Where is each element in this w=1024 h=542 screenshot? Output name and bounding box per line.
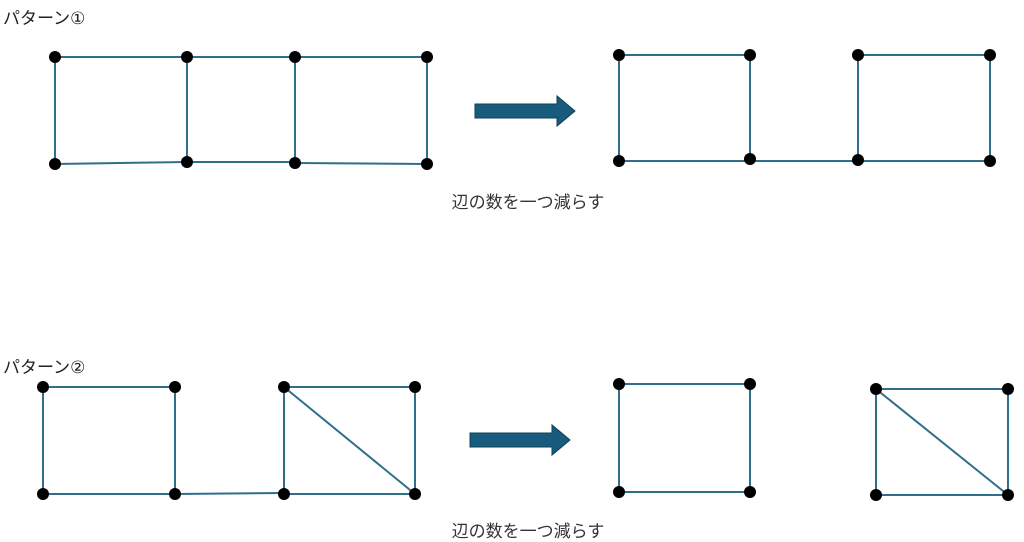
edge <box>283 386 416 495</box>
node <box>852 154 864 166</box>
node <box>613 49 625 61</box>
edge <box>174 492 285 495</box>
pattern1-caption: 辺の数を一つ減らす <box>451 193 605 213</box>
node <box>613 486 625 498</box>
node <box>409 381 421 393</box>
pattern2-caption: 辺の数を一つ減らす <box>451 522 605 542</box>
node <box>181 156 193 168</box>
node <box>289 51 301 63</box>
node <box>1002 489 1014 501</box>
node <box>421 158 433 170</box>
pattern2-label: パターン② <box>3 358 86 378</box>
node <box>613 378 625 390</box>
node <box>169 381 181 393</box>
pattern1-before-graph <box>49 51 433 170</box>
node <box>409 488 421 500</box>
pattern2-before-graph <box>37 381 421 500</box>
node <box>49 51 61 63</box>
node <box>1002 383 1014 395</box>
edge <box>294 162 428 165</box>
pattern1-after-graph <box>613 49 996 167</box>
arrow-right-icon <box>474 94 576 128</box>
node <box>37 488 49 500</box>
pattern1-label: パターン① <box>3 9 86 29</box>
node <box>49 158 61 170</box>
node <box>613 155 625 167</box>
edge <box>875 388 1009 496</box>
node <box>289 157 301 169</box>
arrow-right-icon <box>469 423 571 457</box>
node <box>278 381 290 393</box>
node <box>744 153 756 165</box>
node <box>181 51 193 63</box>
node <box>421 51 433 63</box>
node <box>852 49 864 61</box>
node <box>744 486 756 498</box>
node <box>169 488 181 500</box>
node <box>744 378 756 390</box>
node <box>870 383 882 395</box>
node <box>278 488 290 500</box>
node <box>744 49 756 61</box>
node <box>37 381 49 393</box>
pattern2-after-graph <box>613 378 1014 501</box>
node <box>984 49 996 61</box>
edge <box>54 161 188 165</box>
node <box>984 155 996 167</box>
node <box>870 489 882 501</box>
